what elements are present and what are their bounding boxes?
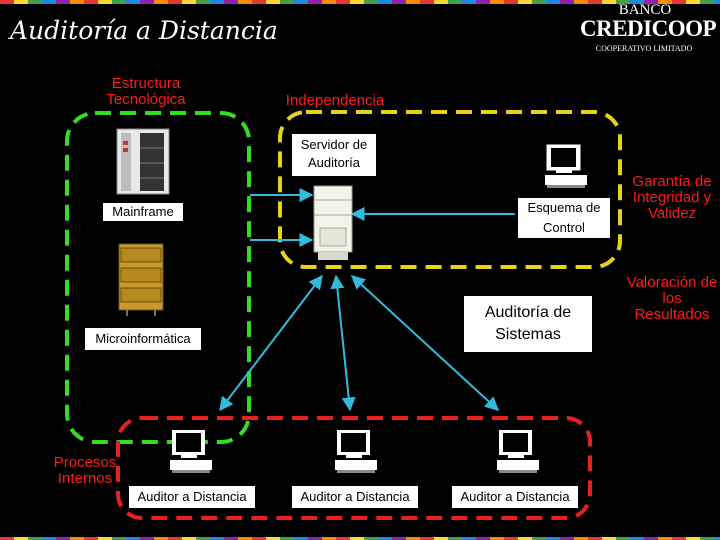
mainframe-icon bbox=[116, 128, 170, 195]
auditor2-server-arrow bbox=[330, 274, 356, 412]
audit-server-icon bbox=[313, 185, 353, 260]
bottom-rainbow-bar bbox=[0, 537, 720, 540]
valoracion-label: Valoración de los Resultados bbox=[626, 274, 718, 323]
independence-box bbox=[278, 110, 622, 269]
garantia-label: Garantía de Integridad y Validez bbox=[632, 173, 712, 222]
page-title: Auditoría a Distancia bbox=[10, 16, 278, 45]
bank-logo-line1: BANCO bbox=[618, 2, 672, 18]
mainframe-label: Mainframe bbox=[103, 203, 183, 221]
microinformatica-label: Microinformática bbox=[85, 328, 201, 350]
auditor-computer-icon-1 bbox=[170, 430, 212, 473]
auditor-label-1: Auditor a Distancia bbox=[129, 486, 255, 508]
bank-logo-tagline: COOPERATIVO LIMITADO bbox=[595, 44, 693, 53]
microcomputer-icon bbox=[118, 243, 164, 316]
control-computer-icon bbox=[545, 144, 587, 188]
auditor1-server-arrow bbox=[219, 274, 323, 412]
esquema-control-label: Esquema de Control bbox=[518, 198, 610, 238]
auditor-computer-icon-3 bbox=[497, 430, 539, 473]
auditoria-sistemas-label: Auditoría de Sistemas bbox=[464, 296, 592, 352]
top-rainbow-bar bbox=[0, 0, 720, 4]
internal-processes-box bbox=[116, 416, 592, 520]
estructura-tecnologica-label: Estructura Tecnológica bbox=[106, 75, 186, 108]
procesos-internos-label: Procesos Internos bbox=[53, 454, 117, 487]
auditor-label-2: Auditor a Distancia bbox=[292, 486, 418, 508]
independencia-label: Independencia bbox=[285, 92, 385, 109]
servidor-auditoria-label: Servidor de Auditoría bbox=[292, 134, 376, 176]
auditor-label-3: Auditor a Distancia bbox=[452, 486, 578, 508]
auditor3-server-arrow bbox=[350, 275, 500, 411]
auditor-computer-icon-2 bbox=[335, 430, 377, 473]
bank-logo-name: CREDICOOP bbox=[580, 16, 717, 41]
